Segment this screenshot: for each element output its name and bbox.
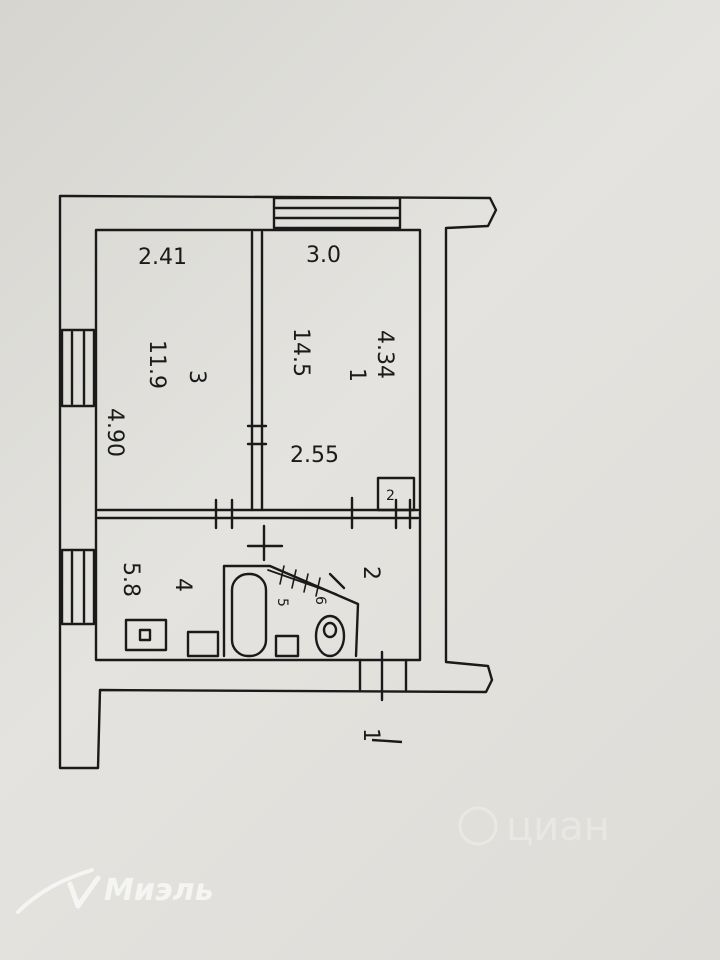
room-1-note: 2.55 xyxy=(290,443,339,468)
miel-swoosh-icon xyxy=(16,868,94,914)
room-3-area: 11.9 xyxy=(144,340,169,389)
bathroom-block xyxy=(222,564,360,658)
closet-label: 2 xyxy=(386,488,395,504)
stove-icon xyxy=(124,618,168,652)
room-1-number: 1 xyxy=(344,368,369,382)
room-1-length: 4.34 xyxy=(372,330,397,379)
sink-icon xyxy=(274,634,300,658)
room-4-area: 5.8 xyxy=(118,562,143,597)
outer-wall xyxy=(58,194,498,770)
window-left-upper xyxy=(60,328,96,408)
window-left-lower xyxy=(60,548,96,626)
cian-watermark-text: циан xyxy=(506,804,610,850)
room-1-labels: 3.0 4.34 1 14.5 2.55 xyxy=(288,243,397,468)
room-4-number: 4 xyxy=(170,578,195,592)
room-1-width: 3.0 xyxy=(306,243,341,268)
room-2-number: 2 xyxy=(358,566,383,580)
cian-watermark: циан xyxy=(458,804,610,850)
miel-logo: Миэль xyxy=(16,868,214,914)
room-6-number: 6 xyxy=(312,596,328,605)
entrance-marker-label: 1 xyxy=(358,728,383,742)
bathtub-icon xyxy=(230,572,268,658)
room-3-width: 2.41 xyxy=(138,245,187,270)
window-top xyxy=(272,196,402,230)
room-4-labels: 4 5.8 xyxy=(118,562,195,597)
room-1-area: 14.5 xyxy=(288,328,313,377)
room-3-number: 3 xyxy=(184,370,209,384)
closet-box xyxy=(376,476,416,512)
room-5-number: 5 xyxy=(274,598,290,607)
toilet-icon xyxy=(314,614,346,658)
miel-logo-text: Миэль xyxy=(104,873,214,908)
inner-wall xyxy=(94,228,422,662)
room-3-length: 4.90 xyxy=(102,408,127,457)
room-3-labels: 2.41 3 11.9 4.90 xyxy=(102,245,209,457)
kitchen-sink-icon xyxy=(186,630,220,658)
entrance-marker: 1 xyxy=(358,728,403,744)
